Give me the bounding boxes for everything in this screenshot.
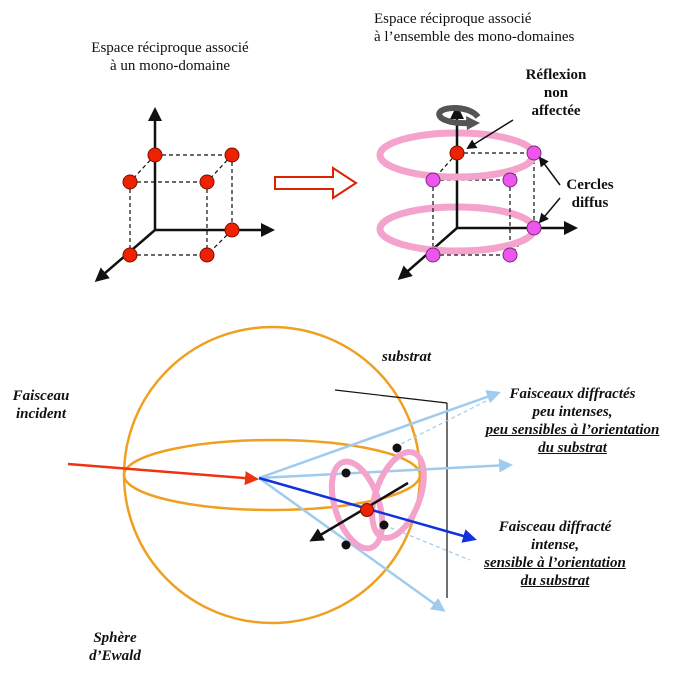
mono-domain-title: Espace réciproque associé à un mono-doma… xyxy=(55,39,285,75)
unaffected-reflection-point xyxy=(449,145,465,161)
diffuse-point xyxy=(425,172,441,188)
intense-reflection-point xyxy=(360,503,374,517)
diffuse-point xyxy=(425,247,441,263)
substrate-plane xyxy=(334,389,448,598)
strong-beam-label: Faisceau diffracté intense, sensible à l… xyxy=(460,518,650,590)
reflexion-label-line2: non xyxy=(543,85,569,101)
ewald-sphere-label-line2: d’Ewald xyxy=(89,648,141,664)
strong-beam-label-line4: du substrat xyxy=(520,573,590,589)
strong-beam-label-line2: intense, xyxy=(531,537,579,553)
reciprocal-point xyxy=(224,147,240,163)
diffuse-point xyxy=(341,540,351,550)
incident-beam xyxy=(67,462,259,486)
weak-beams-label: Faisceaux diffractés peu intenses, peu s… xyxy=(455,385,690,457)
ewald-sphere xyxy=(122,325,422,625)
reflexion-label: Réflexion non affectée xyxy=(508,66,604,120)
ewald-equator xyxy=(122,438,422,512)
ewald-sphere-label-line1: Sphère xyxy=(93,630,137,646)
diffuse-point xyxy=(502,247,518,263)
rotation-arrow-icon xyxy=(436,105,481,130)
weak-diffracted-beam xyxy=(258,476,446,612)
diffuse-point xyxy=(526,145,542,161)
weak-beams-label-line2: peu intenses, xyxy=(532,404,613,420)
weak-diffracted-beam xyxy=(258,390,501,480)
reciprocal-point xyxy=(199,247,215,263)
multi-domain-title-line1: Espace réciproque associé xyxy=(374,11,532,27)
reciprocal-point xyxy=(224,222,240,238)
incident-beam-label-line2: incident xyxy=(15,406,66,422)
rotation-axis xyxy=(309,481,409,542)
reciprocal-point xyxy=(122,174,138,190)
diffuse-point xyxy=(526,220,542,236)
incident-beam-label: Faisceau incident xyxy=(5,387,77,423)
mono-domain-title-line1: Espace réciproque associé xyxy=(91,40,249,56)
weak-beams-label-line4: du substrat xyxy=(538,440,607,456)
cercles-label: Cercles diffus xyxy=(555,176,625,212)
incident-beam-label-line1: Faisceau xyxy=(12,388,70,404)
diffuse-point xyxy=(392,443,402,453)
reflexion-label-line1: Réflexion xyxy=(525,67,587,83)
reciprocal-point xyxy=(199,174,215,190)
diffuse-ring xyxy=(328,458,386,552)
weak-beams-label-line1: Faisceaux diffractés xyxy=(509,386,636,402)
reciprocal-point xyxy=(147,147,163,163)
strong-beam-label-line3: sensible à l’orientation xyxy=(484,555,626,571)
substrat-label: substrat xyxy=(382,349,432,365)
diffuse-ring-upper xyxy=(376,154,538,181)
diffuse-point xyxy=(379,520,389,530)
multi-domain-title: Espace réciproque associé à l’ensemble d… xyxy=(374,10,574,46)
multi-domain-lattice xyxy=(376,105,578,280)
diffuse-point xyxy=(502,172,518,188)
ewald-construction xyxy=(67,325,513,625)
reflexion-label-line3: affectée xyxy=(531,103,581,119)
cercles-label-line1: Cercles xyxy=(566,177,614,193)
mono-domain-title-line2: à un mono-domaine xyxy=(110,58,230,74)
reciprocal-point xyxy=(122,247,138,263)
diffuse-ring xyxy=(369,449,427,541)
diffuse-ring-lower xyxy=(376,228,538,255)
diffuse-point xyxy=(341,468,351,478)
mono-domain-lattice xyxy=(94,107,275,282)
weak-beams-label-line3: peu sensibles à l’orientation xyxy=(485,422,660,438)
strong-beam-label-line1: Faisceau diffracté xyxy=(498,519,612,535)
multi-domain-title-line2: à l’ensemble des mono-domaines xyxy=(374,29,575,45)
hollow-arrow-icon xyxy=(274,166,358,200)
ewald-sphere-label: Sphère d’Ewald xyxy=(80,629,150,665)
cercles-label-line2: diffus xyxy=(571,195,609,211)
